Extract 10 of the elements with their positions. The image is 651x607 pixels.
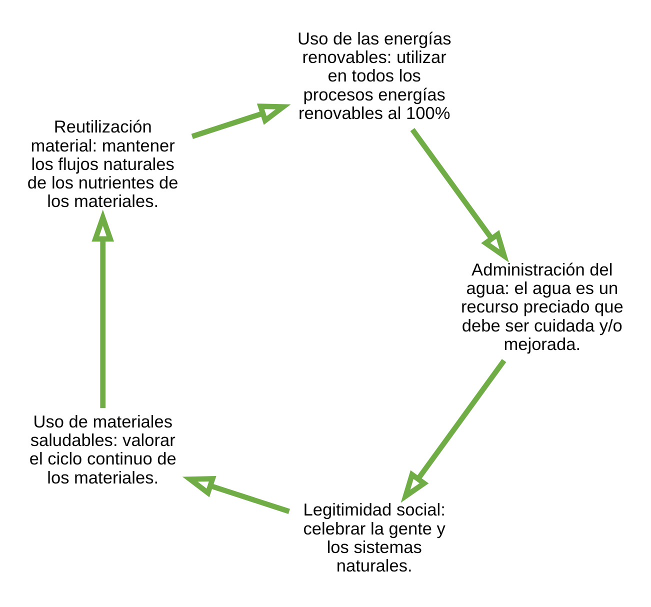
arrow — [410, 128, 509, 262]
arrow — [92, 210, 114, 408]
arrow — [191, 104, 291, 139]
node-text: Uso de materiales saludables: valorar el ciclo continuo de los materiales. — [29, 411, 176, 488]
node-text: Uso de las energías renovables: utilizar en todos los procesos energías renovables al 100% — [298, 28, 452, 123]
arrow — [182, 476, 290, 514]
node-text: Legitimidad social: celebrar la gente y los sistemas naturales. — [303, 500, 446, 576]
arrow — [400, 359, 506, 503]
node-text: Administración del agua: el agua es un recurso preciado que debe ser cuidada y/o mejorada. — [460, 259, 624, 354]
node-text: Reutilización material: mantener los flujos naturales de los nutrientes de los materiales. — [27, 116, 178, 212]
